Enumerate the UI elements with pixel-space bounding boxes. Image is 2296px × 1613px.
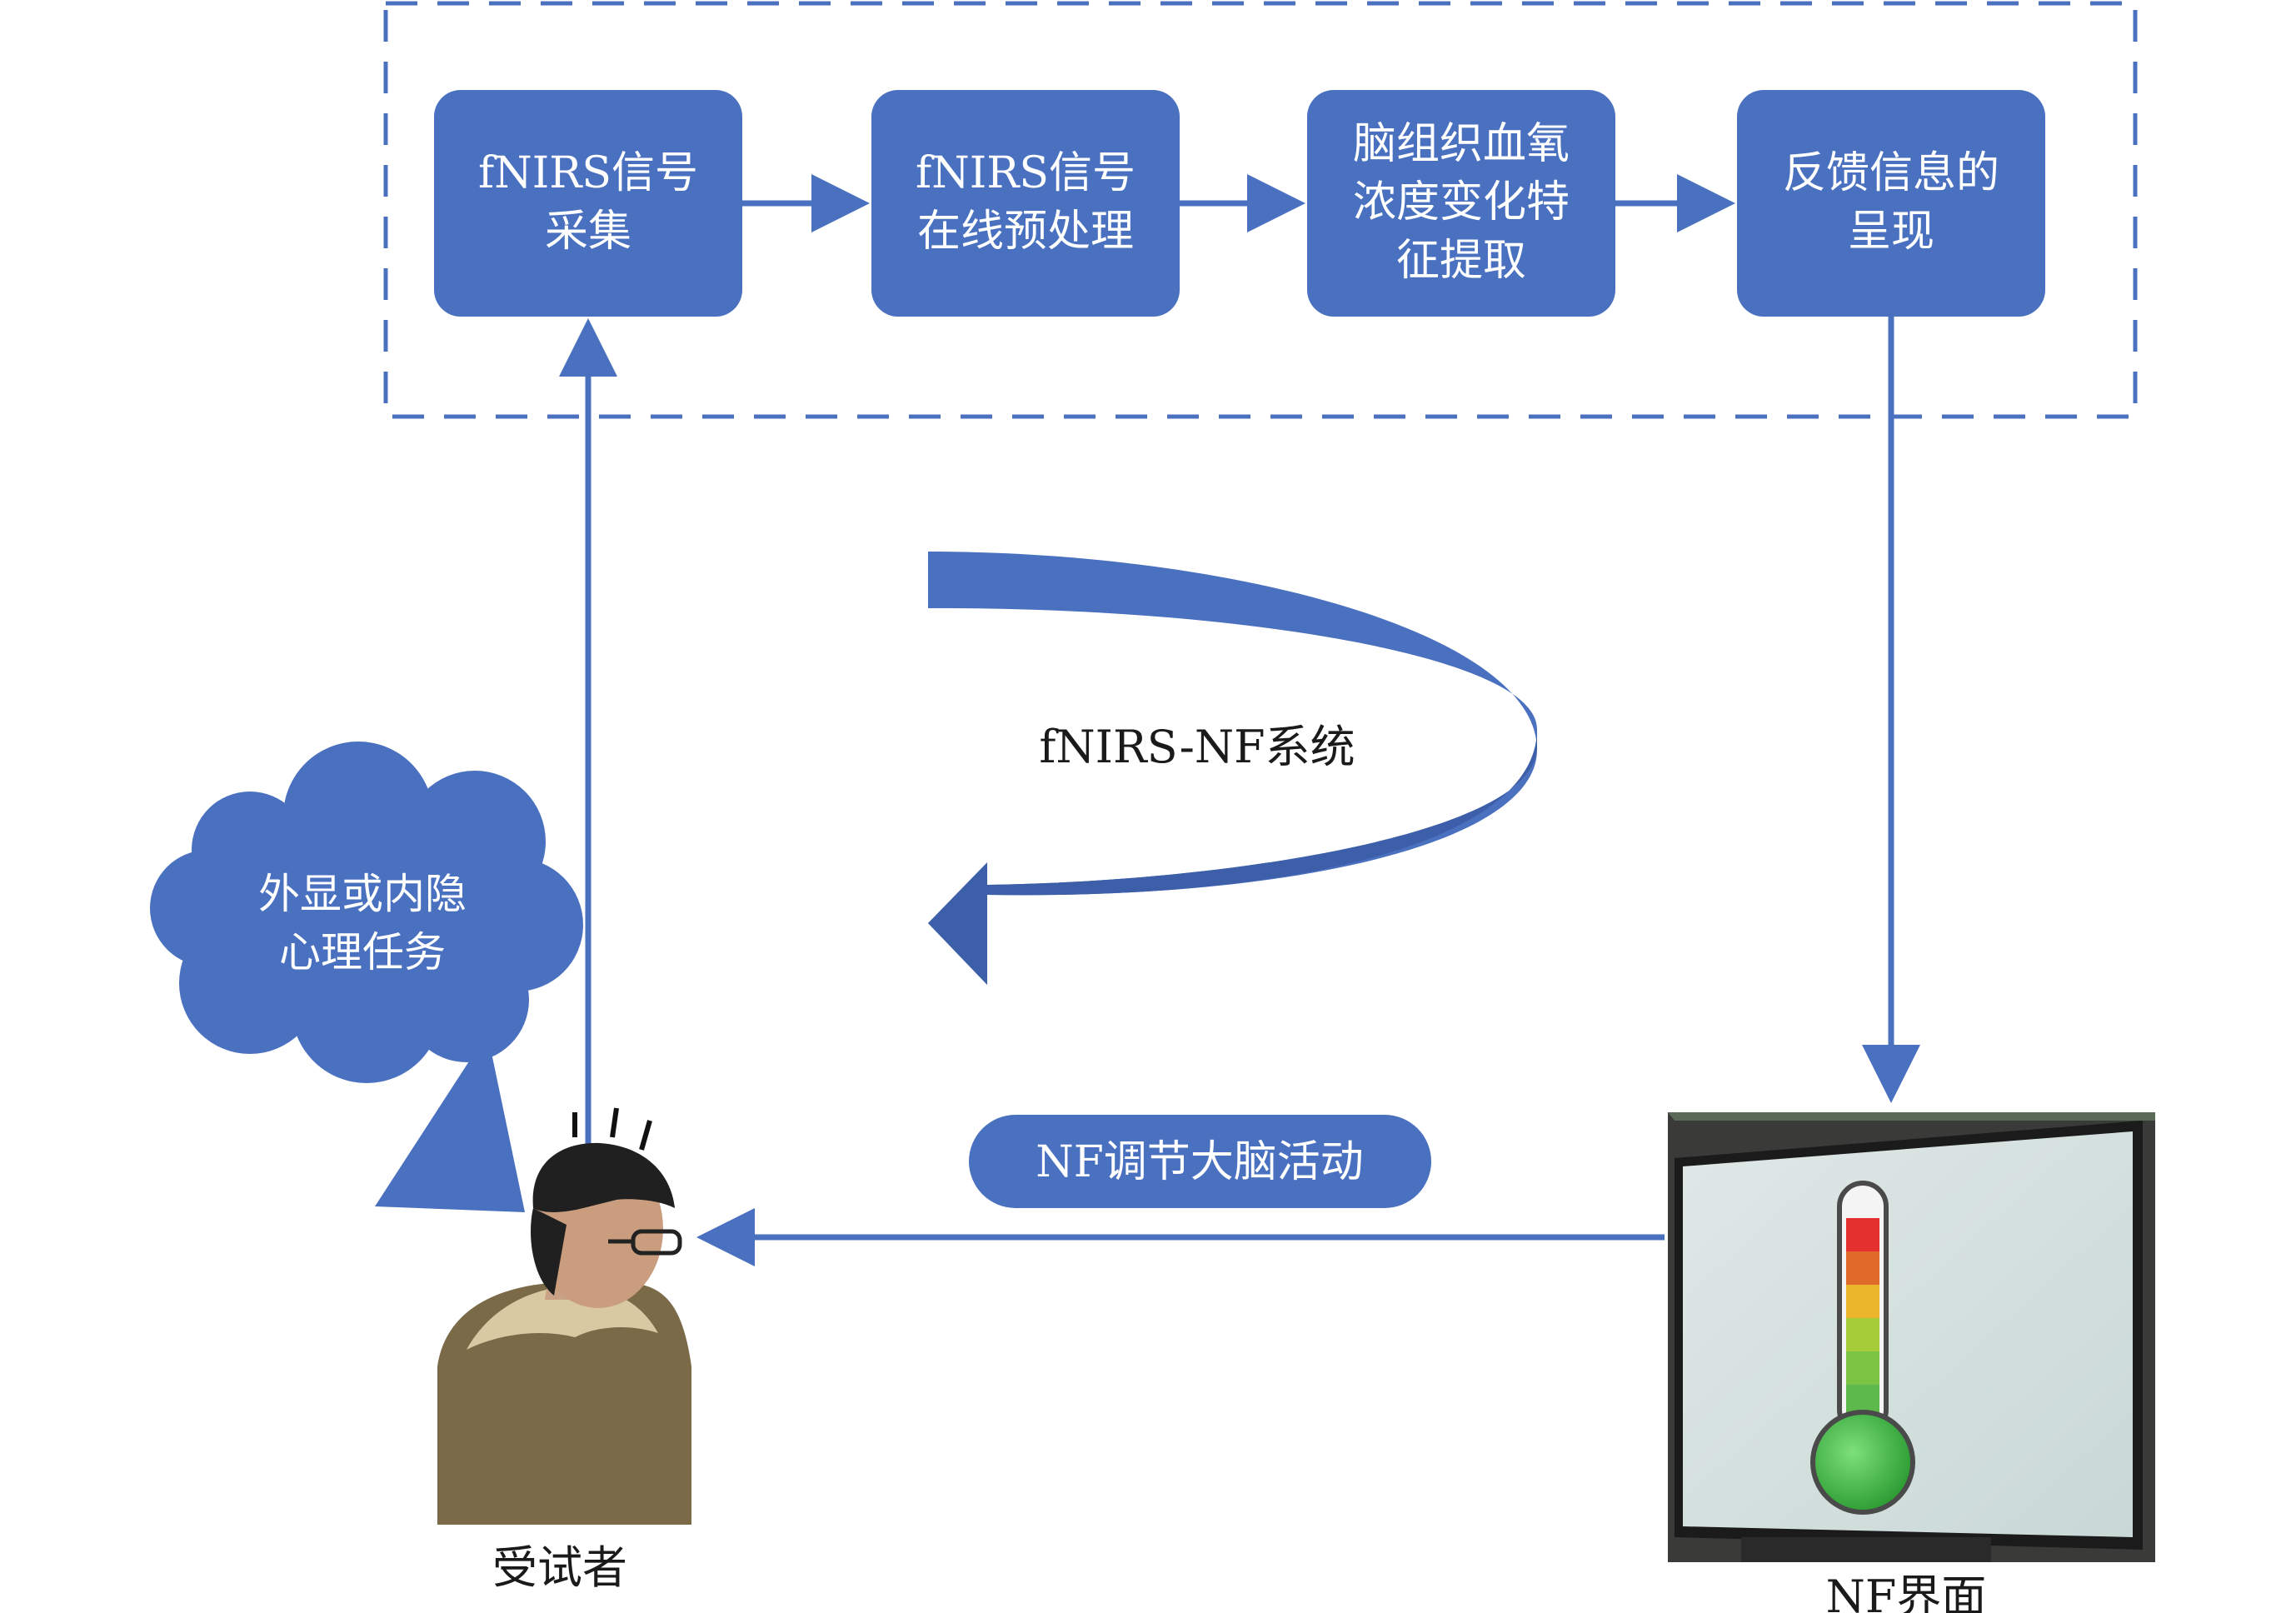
- step-4-line-2: 呈现: [1848, 207, 1934, 257]
- step-3-line-1: 脑组织血氧: [1353, 119, 1570, 169]
- pipeline-step-4: 反馈信息的 呈现: [1737, 90, 2045, 317]
- thought-cloud: 外显或内隐 心理任务: [150, 742, 583, 1212]
- pipeline-step-3: 脑组织血氧 浓度变化特 征提取: [1307, 90, 1615, 317]
- thermometer-icon: [1810, 1181, 1915, 1515]
- step-1-line-2: 采集: [545, 207, 631, 257]
- cloud-line-2: 心理任务: [279, 928, 446, 976]
- subject-label: 受试者: [492, 1541, 627, 1594]
- pipeline-step-2: fNIRS信号 在线预处理: [871, 90, 1180, 317]
- subject-figure: [437, 1107, 691, 1525]
- step-2-line-2: 在线预处理: [917, 207, 1134, 257]
- cloud-line-1: 外显或内隐: [258, 870, 467, 918]
- loop-label: fNIRS-NF系统: [1039, 721, 1355, 773]
- loop-arrow: [928, 552, 1537, 985]
- interface-label: NF界面: [1826, 1571, 1987, 1613]
- regulation-label: NF调节大脑活动: [1036, 1137, 1364, 1187]
- step-3-line-3: 征提取: [1396, 236, 1526, 286]
- step-4-line-1: 反馈信息的: [1783, 148, 1999, 198]
- step-3-line-2: 浓度变化特: [1353, 177, 1570, 227]
- pipeline-step-1: fNIRS信号 采集: [434, 90, 742, 317]
- step-2-line-1: fNIRS信号: [916, 148, 1136, 198]
- regulation-pill: NF调节大脑活动: [969, 1115, 1431, 1208]
- step-1-line-1: fNIRS信号: [478, 148, 698, 198]
- nf-interface-monitor: [1668, 1112, 2155, 1562]
